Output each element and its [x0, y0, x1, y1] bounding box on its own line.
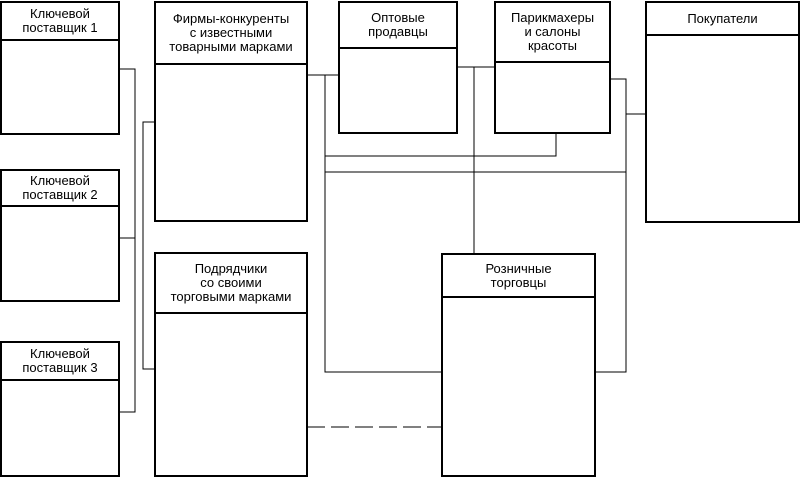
node-supplier2-label: Ключевой поставщик 2 — [2, 171, 118, 207]
connector-supplier1 — [119, 68, 136, 238]
connector-retailers-customers — [595, 172, 627, 373]
connector-supplier3 — [119, 238, 136, 413]
node-salons: Парикмахеры и салоны красоты — [494, 1, 611, 134]
node-wholesalers: Оптовые продавцы — [338, 1, 458, 134]
node-competitors: Фирмы-конкуренты с известными товарными … — [154, 1, 308, 222]
node-supplier1-label: Ключевой поставщик 1 — [2, 3, 118, 41]
connector-wholesalers-salons — [457, 66, 475, 254]
node-salons-label: Парикмахеры и салоны красоты — [496, 3, 609, 63]
node-retailers-label: Розничные торговцы — [443, 255, 594, 298]
node-customers-label: Покупатели — [647, 3, 798, 36]
connector-competitors-retailers — [324, 172, 442, 373]
node-contractors: Подрядчики со своими торговыми марками — [154, 252, 308, 477]
node-supplier3: Ключевой поставщик 3 — [0, 341, 120, 477]
node-supplier2: Ключевой поставщик 2 — [0, 169, 120, 302]
node-contractors-label: Подрядчики со своими торговыми марками — [156, 254, 306, 314]
node-wholesalers-label: Оптовые продавцы — [340, 3, 456, 49]
node-competitors-label: Фирмы-конкуренты с известными товарными … — [156, 3, 306, 65]
connector-competitors-salons — [324, 75, 557, 157]
node-supplier3-label: Ключевой поставщик 3 — [2, 343, 118, 381]
node-customers: Покупатели — [645, 1, 800, 223]
node-supplier1: Ключевой поставщик 1 — [0, 1, 120, 135]
connector-bracket-producers — [142, 121, 155, 370]
connector-salons-customers — [610, 78, 627, 114]
node-retailers: Розничные торговцы — [441, 253, 596, 477]
